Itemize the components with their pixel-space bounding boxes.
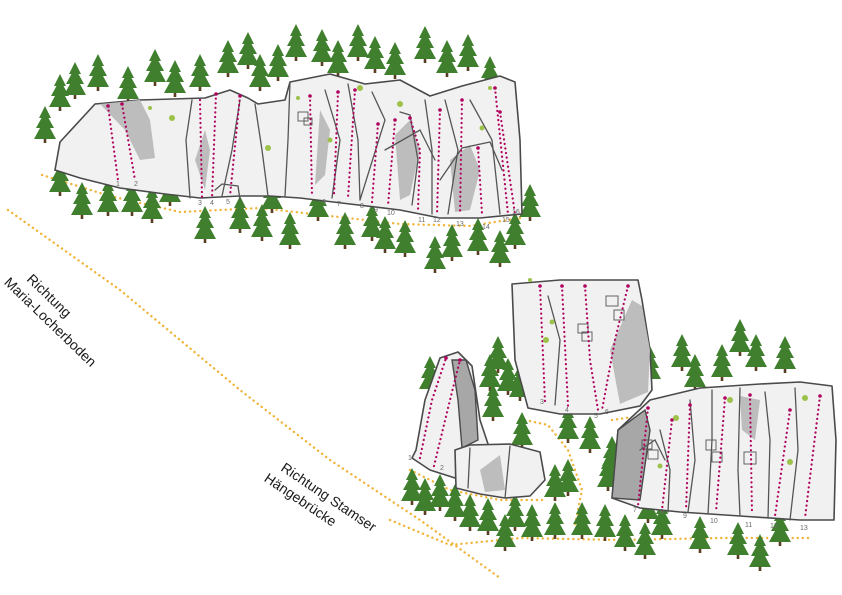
upper-route-numbers: 1 2 3 4 5 6 7 8 9 10 11 12 13 14 15 16 bbox=[116, 181, 520, 231]
direction-label-stams: Richtung Stamser Hängebrücke bbox=[262, 459, 380, 535]
route-number: 1 bbox=[116, 181, 120, 188]
route-number: 11 bbox=[745, 522, 752, 529]
route-number: 7 bbox=[337, 201, 341, 208]
route-number: 14 bbox=[482, 224, 490, 231]
route-number: 9 bbox=[374, 207, 378, 214]
route-number: 9 bbox=[683, 513, 687, 520]
route-number: 13 bbox=[456, 221, 464, 228]
route-number: 3 bbox=[198, 200, 202, 207]
route-number: 10 bbox=[710, 518, 718, 525]
route-number: 2 bbox=[134, 181, 138, 188]
lower-route-numbers: 1 2 3 4 5 6 7 8 9 10 11 12 13 bbox=[408, 399, 808, 532]
route-number: 7 bbox=[633, 507, 637, 514]
direction-label-maria: Richtung Maria-Locherboden bbox=[1, 271, 99, 370]
lower-crag-middle bbox=[511, 278, 653, 415]
route-number: 15 bbox=[502, 217, 510, 224]
route-number: 6 bbox=[322, 199, 326, 206]
route-number: 12 bbox=[433, 217, 441, 224]
route-number: 3 bbox=[540, 399, 544, 406]
upper-crag bbox=[54, 73, 523, 219]
route-number: 2 bbox=[440, 465, 444, 472]
route-number: 8 bbox=[360, 203, 364, 210]
route-number: 1 bbox=[408, 455, 412, 462]
lower-crag-right bbox=[611, 381, 837, 521]
route-number: 10 bbox=[387, 210, 395, 217]
route-number: 4 bbox=[210, 200, 214, 207]
route-number: 4 bbox=[565, 407, 569, 414]
route-number: 12 bbox=[770, 523, 778, 530]
route-number: 8 bbox=[660, 509, 664, 516]
route-number: 11 bbox=[418, 217, 425, 224]
route-number: 13 bbox=[800, 525, 808, 532]
route-number: 5 bbox=[594, 413, 598, 420]
route-number: 6 bbox=[605, 409, 609, 416]
route-number: 16 bbox=[512, 209, 520, 216]
route-number: 5 bbox=[226, 199, 230, 206]
lower-crag-pillar bbox=[411, 351, 546, 499]
